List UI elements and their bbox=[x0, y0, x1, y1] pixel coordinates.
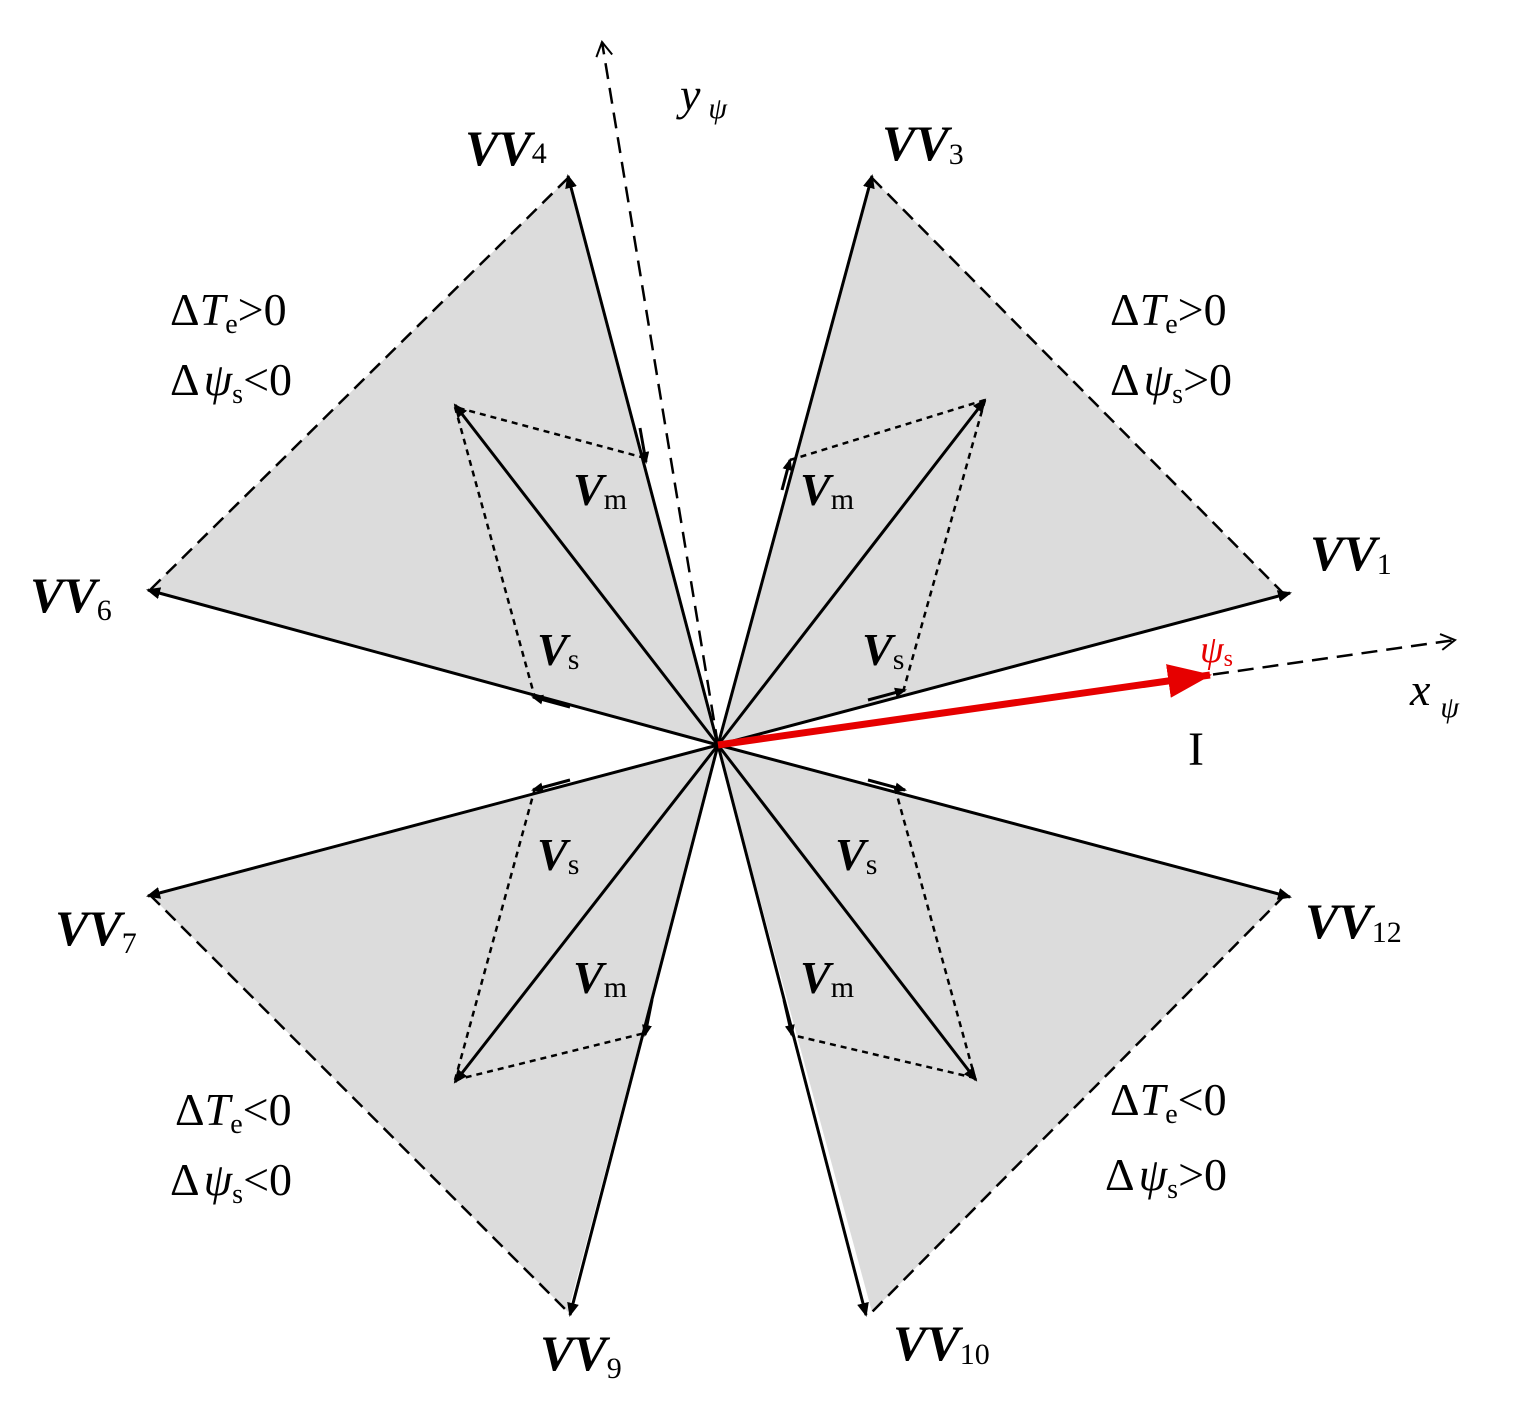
cond-lr-flux: Δψs>0 bbox=[1105, 1149, 1227, 1205]
vs-label-upper-left: Vs bbox=[537, 624, 579, 676]
cond-ul-torque: ΔTe>0 bbox=[170, 284, 287, 340]
vv3-label: VV3 bbox=[882, 115, 964, 171]
vv12-vector bbox=[717, 743, 1292, 900]
vv6-vector bbox=[146, 587, 719, 747]
vv6-label: VV6 bbox=[30, 567, 112, 627]
vs-label-lower-right: Vs bbox=[835, 829, 877, 881]
vv12-label: VV12 bbox=[1305, 893, 1402, 949]
y-axis bbox=[602, 42, 720, 746]
vs-label-upper-right: Vs bbox=[862, 624, 904, 676]
vm-label-upper-left: Vm bbox=[573, 464, 627, 516]
construction-lines bbox=[453, 398, 987, 1082]
sector-boundaries bbox=[149, 177, 1286, 1313]
cond-ur-flux: Δψs>0 bbox=[1110, 354, 1232, 410]
vv4-label: VV4 bbox=[465, 120, 547, 176]
region-label: I bbox=[1188, 723, 1204, 776]
flux-vector bbox=[717, 664, 1212, 749]
cond-lr-torque: ΔTe<0 bbox=[1110, 1074, 1227, 1130]
vv3-vector bbox=[716, 174, 875, 746]
sector-q2 bbox=[150, 178, 718, 745]
cond-ll-torque: ΔTe<0 bbox=[175, 1084, 292, 1140]
vm-label-lower-left: Vm bbox=[573, 952, 627, 1004]
shaded-sectors bbox=[150, 178, 1285, 1312]
cond-ll-flux: Δψs<0 bbox=[170, 1154, 292, 1210]
flux-label: ψs bbox=[1200, 629, 1233, 672]
vv1-vector bbox=[717, 590, 1292, 747]
sector-q4 bbox=[718, 745, 1285, 1312]
vv7-label: VV7 bbox=[55, 900, 137, 960]
cond-ul-flux: Δψs<0 bbox=[170, 354, 292, 410]
sector-q1 bbox=[718, 178, 1285, 745]
vs-label-lower-left: Vs bbox=[537, 829, 579, 881]
vv10-label: VV10 bbox=[893, 1315, 990, 1371]
vv9-label: VV9 bbox=[540, 1325, 622, 1385]
resultant-vectors bbox=[453, 398, 987, 1084]
vm-label-lower-right: Vm bbox=[800, 952, 854, 1004]
sector-q3 bbox=[150, 745, 718, 1312]
component-arrowheads bbox=[531, 427, 907, 1037]
axes bbox=[602, 42, 1455, 747]
cond-ur-torque: ΔTe>0 bbox=[1110, 284, 1227, 340]
vv7-vector bbox=[146, 743, 719, 899]
vm-label-upper-right: Vm bbox=[800, 464, 854, 516]
vv1-label: VV1 bbox=[1310, 525, 1392, 581]
